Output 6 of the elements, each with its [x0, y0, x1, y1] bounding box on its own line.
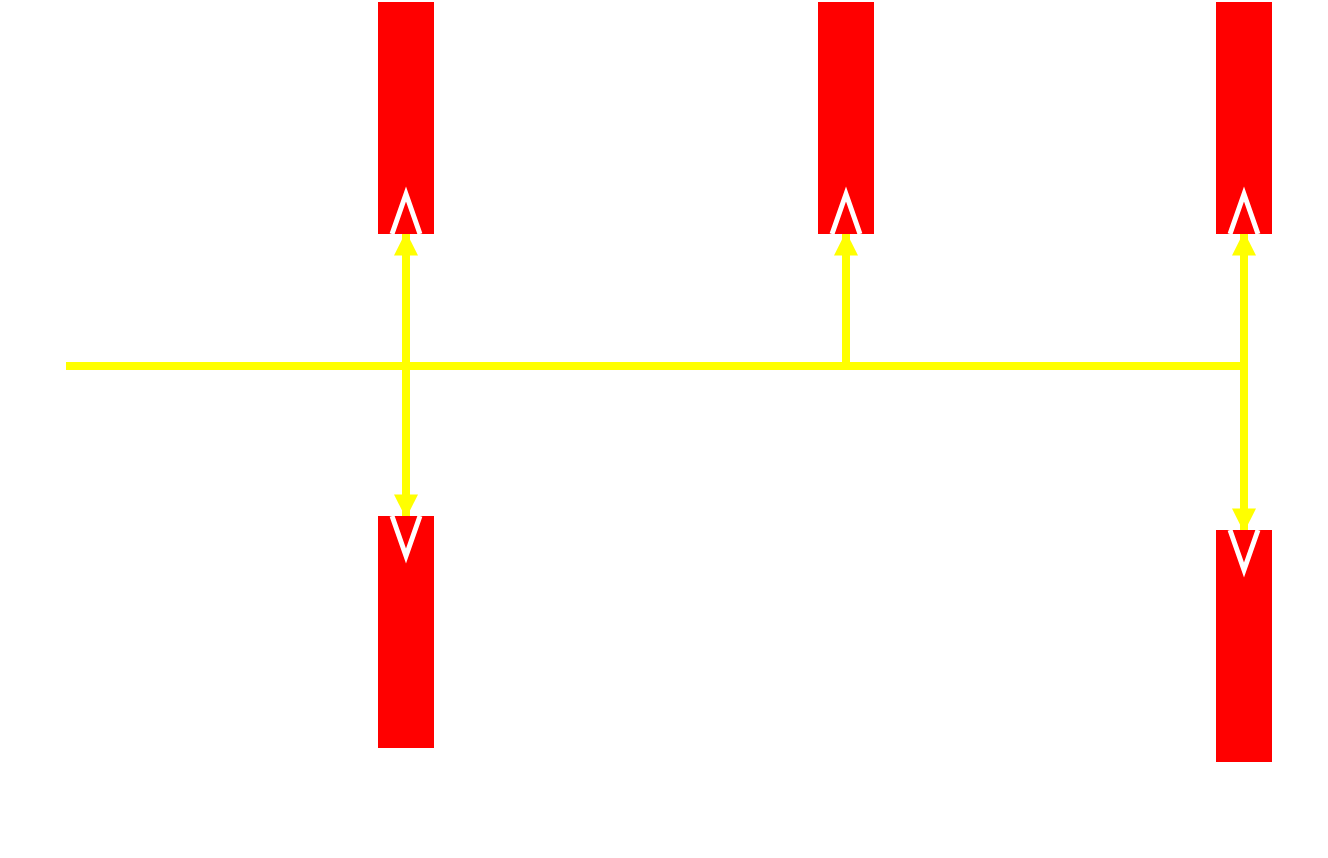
bar-block: [1216, 2, 1272, 234]
bar-block: [378, 516, 434, 748]
bar-block: [378, 2, 434, 234]
bar-block: [818, 2, 874, 234]
bar-block: [1216, 530, 1272, 762]
connector-arrow: [66, 362, 1256, 533]
